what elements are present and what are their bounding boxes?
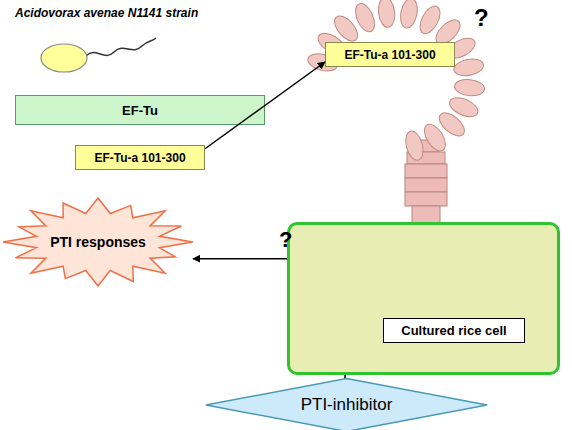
repeat-ellipse [403, 129, 426, 162]
inhibitor-diamond: PTI-inhibitor [203, 378, 490, 430]
repeat-ellipse [398, 0, 419, 29]
node-text: Cultured rice cell [383, 318, 525, 343]
node-text: PTI responses [50, 234, 146, 250]
repeat-ellipse [420, 121, 450, 155]
node-text: PTI-inhibitor [301, 395, 393, 415]
node-text: EF-Tu [122, 103, 158, 118]
question-mark: ? [474, 4, 489, 32]
repeat-ellipse [352, 1, 379, 35]
organism-name: Acidovorax avenae N1141 strain [15, 6, 198, 20]
leucine-rich-repeats [306, 0, 485, 162]
receptor-segment [405, 178, 447, 192]
edge-label: ? [279, 227, 292, 253]
response-star: PTI responses [3, 198, 193, 286]
peptide-box: EF-Tu-a 101-300 [75, 145, 205, 170]
arrow-connector [205, 62, 325, 149]
receptor-segment [405, 192, 447, 206]
repeat-ellipse [452, 57, 484, 78]
repeat-ellipse [377, 0, 396, 28]
receptor-segment [405, 164, 447, 178]
peptide-box: EF-Tu-a 101-300 [325, 42, 455, 67]
node-text: EF-Tu-a 101-300 [344, 48, 435, 62]
node-text: EF-Tu-a 101-300 [94, 151, 185, 165]
bacterium-cell [41, 44, 87, 72]
repeat-ellipse [454, 78, 486, 97]
response-star-shape [3, 198, 193, 286]
inhibitor-diamond-shape [206, 379, 487, 430]
protein-bar: EF-Tu [15, 95, 265, 125]
cell-box: Cultured rice cell [287, 222, 560, 375]
arrow-connector [193, 258, 287, 260]
flagellum [86, 38, 156, 56]
